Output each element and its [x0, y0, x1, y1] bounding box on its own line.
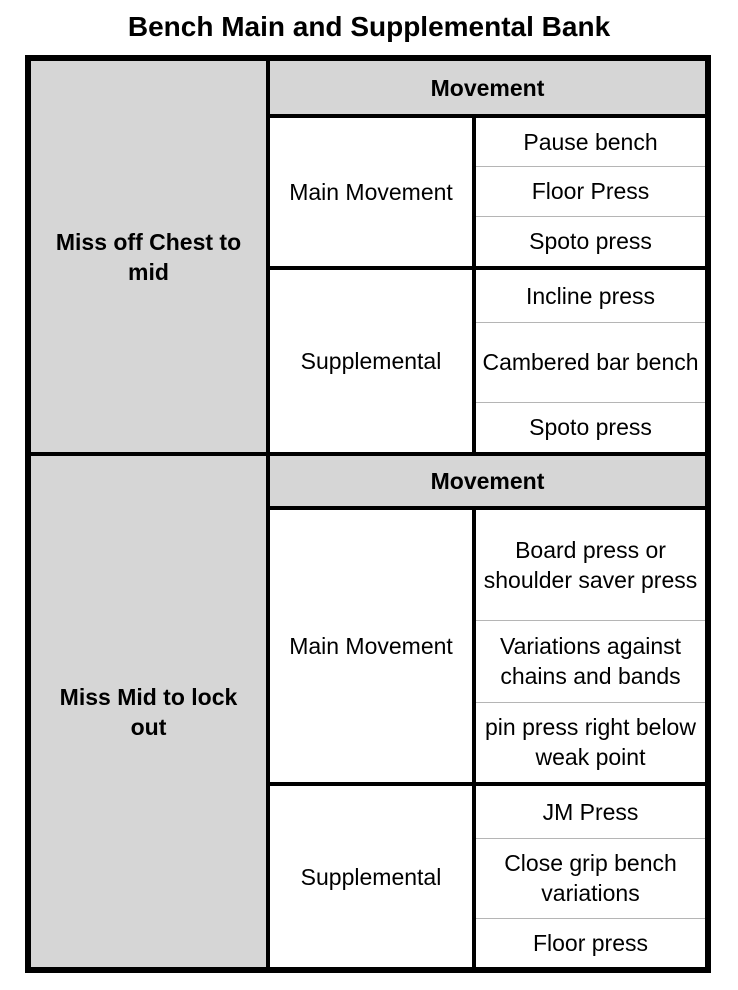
movement-item: Incline press — [472, 266, 708, 323]
movement-item: pin press right below weak point — [472, 701, 708, 786]
table-row: Close grip bench variations — [28, 837, 708, 919]
table-row: Spoto press — [28, 401, 708, 456]
movement-item: Cambered bar bench — [472, 321, 708, 403]
table-row: Miss Mid to lock out Movement — [26, 452, 711, 972]
movement-item: Variations against chains and bands — [472, 619, 708, 703]
page-title: Bench Main and Supplemental Bank — [127, 11, 611, 42]
movement-item: Pause bench — [472, 114, 708, 167]
movement-item: JM Press — [472, 782, 708, 839]
movement-item: Spoto press — [472, 401, 708, 456]
group-label-supplemental: Supplemental — [266, 266, 476, 456]
movement-item: Board press or shoulder saver press — [472, 506, 708, 621]
category-miss-off-chest: Miss off Chest to mid — [26, 56, 270, 456]
movement-item: Spoto press — [472, 215, 708, 270]
table-row: Miss off Chest to mid Movement — [26, 56, 711, 456]
table-row: pin press right below weak point — [28, 701, 708, 786]
group-label-supplemental: Supplemental — [266, 782, 476, 972]
table-row: Supplemental Incline press — [28, 266, 708, 456]
table-row: Floor Press — [28, 165, 708, 217]
movement-header: Movement — [266, 56, 711, 118]
movement-header: Movement — [266, 452, 711, 510]
table-row: Cambered bar bench — [28, 321, 708, 403]
movement-item: Floor press — [472, 917, 708, 972]
movement-item: Floor Press — [472, 165, 708, 217]
movement-item: Close grip bench variations — [472, 837, 708, 919]
table-row: Main Movement Board press or shoulder sa… — [28, 506, 708, 786]
table-row: Floor press — [28, 917, 708, 972]
table-row: Main Movement Pause bench — [28, 114, 708, 270]
category-miss-mid-to-lockout: Miss Mid to lock out — [26, 452, 270, 972]
group-label-main-movement: Main Movement — [266, 506, 476, 786]
bench-bank-table: Miss off Chest to mid Movement Main Move… — [25, 55, 711, 973]
group-label-main-movement: Main Movement — [266, 114, 476, 270]
table-row: Supplemental JM Press — [28, 782, 708, 972]
table-row: Spoto press — [28, 215, 708, 270]
